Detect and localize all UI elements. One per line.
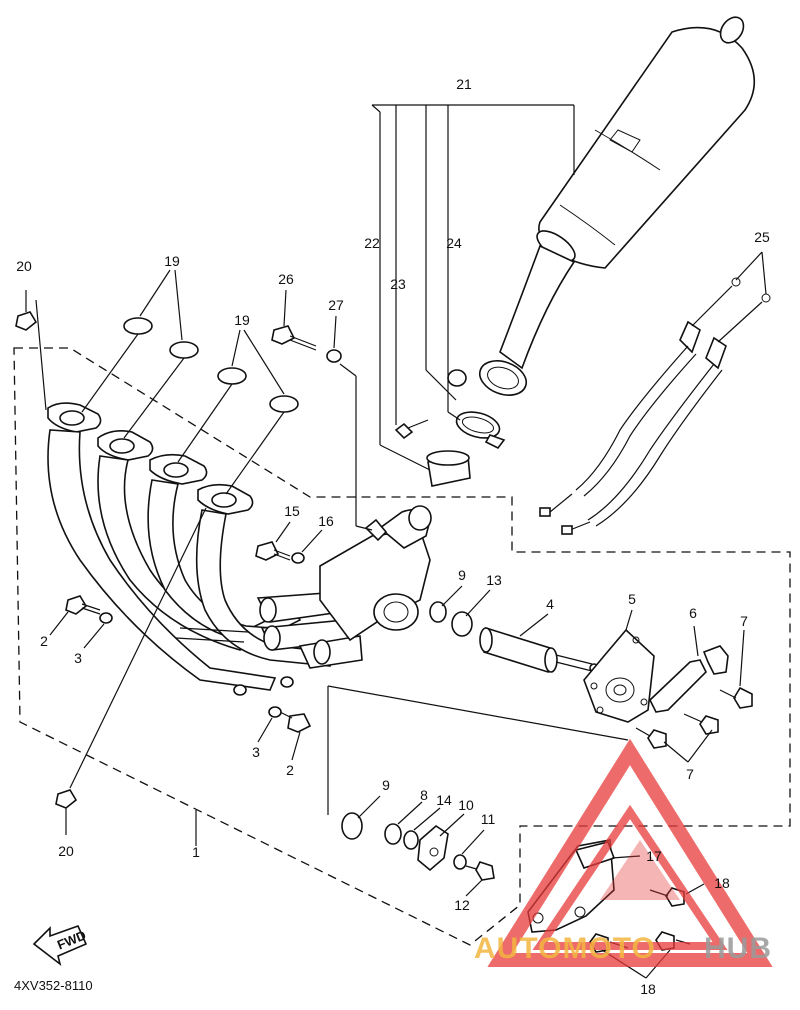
callout-9-upper: 9 bbox=[458, 567, 466, 583]
callout-1: 1 bbox=[192, 844, 200, 860]
valve-shaft-4 bbox=[479, 613, 599, 674]
callout-14: 14 bbox=[436, 792, 452, 808]
exhaust-gasket-2 bbox=[169, 341, 199, 359]
watermark-logo bbox=[487, 738, 773, 967]
callout-10: 10 bbox=[458, 797, 474, 813]
callout-12: 12 bbox=[454, 897, 470, 913]
exhaust-pipes bbox=[47, 402, 432, 696]
callout-bracket-21 bbox=[371, 104, 575, 471]
callout-26: 26 bbox=[278, 271, 294, 287]
bolt-20-upper bbox=[15, 290, 47, 411]
callout-25: 25 bbox=[754, 229, 770, 245]
callout-15: 15 bbox=[284, 503, 300, 519]
callout-11: 11 bbox=[481, 811, 496, 827]
callout-2-left: 2 bbox=[40, 633, 48, 649]
callout-9-lower: 9 bbox=[382, 777, 390, 793]
bolt-7-mid bbox=[683, 713, 719, 735]
callout-7-right: 7 bbox=[740, 613, 748, 629]
bolt-7-right bbox=[719, 629, 753, 709]
muffler bbox=[478, 16, 756, 396]
bolt-26 bbox=[271, 289, 317, 351]
lever-10 bbox=[417, 813, 465, 872]
bushing-9-lower bbox=[341, 812, 363, 840]
assembly-boundary-dashed bbox=[13, 347, 791, 946]
callout-16: 16 bbox=[318, 513, 334, 529]
bolt-7-low bbox=[635, 727, 667, 749]
fwd-arrow-icon: FWD bbox=[32, 924, 88, 967]
bolt-2-left bbox=[49, 595, 101, 636]
washer-16 bbox=[291, 552, 305, 564]
callout-2-right: 2 bbox=[286, 762, 294, 778]
diagram-code: 4XV352-8110 bbox=[14, 978, 93, 993]
bolt-20-lower bbox=[55, 507, 207, 835]
callout-20-upper: 20 bbox=[16, 258, 32, 274]
callout-13: 13 bbox=[486, 572, 502, 588]
callout-6: 6 bbox=[689, 605, 697, 621]
clamp-bolt bbox=[394, 419, 429, 440]
callout-18-lower: 18 bbox=[640, 981, 656, 997]
callout-18-upper: 18 bbox=[714, 875, 730, 891]
washer-8 bbox=[384, 823, 402, 845]
exhaust-gasket-4 bbox=[269, 395, 299, 413]
bracket-6 bbox=[649, 625, 729, 713]
muffler-gasket bbox=[426, 450, 471, 487]
bushing-13 bbox=[451, 611, 473, 637]
callout-19-right: 19 bbox=[234, 312, 250, 328]
washer-27 bbox=[326, 349, 342, 363]
callout-4: 4 bbox=[546, 596, 554, 612]
watermark-brand-b: HUB bbox=[704, 932, 772, 965]
washer-11 bbox=[453, 854, 467, 870]
washer-3-left bbox=[99, 612, 113, 624]
watermark-brand-a: AUTOMOTO bbox=[474, 932, 656, 965]
exhaust-gasket-1 bbox=[123, 317, 153, 335]
clamp-nut bbox=[447, 369, 467, 387]
callout-lines-19 bbox=[81, 269, 285, 495]
callout-17: 17 bbox=[646, 848, 662, 864]
pulley-5 bbox=[583, 609, 655, 723]
callout-20-lower: 20 bbox=[58, 843, 74, 859]
muffler-clamp bbox=[455, 411, 506, 450]
exup-cables bbox=[539, 251, 771, 535]
callout-27: 27 bbox=[328, 297, 344, 313]
washer-3-right bbox=[268, 706, 282, 718]
callout-5: 5 bbox=[628, 591, 636, 607]
bushing-9-upper bbox=[429, 601, 447, 623]
callout-3-right: 3 bbox=[252, 744, 260, 760]
callout-24: 24 bbox=[446, 235, 462, 251]
callout-23: 23 bbox=[390, 276, 406, 292]
exhaust-gasket-3 bbox=[217, 367, 247, 385]
subassembly-bracket-lower bbox=[327, 685, 629, 815]
callout-7-low: 7 bbox=[686, 766, 694, 782]
oring-14 bbox=[403, 830, 419, 850]
callout-21: 21 bbox=[456, 76, 472, 92]
callout-22: 22 bbox=[364, 235, 380, 251]
callout-8: 8 bbox=[420, 787, 428, 803]
bolt-12 bbox=[465, 861, 495, 897]
bolt-15 bbox=[255, 521, 291, 561]
callout-19-left: 19 bbox=[164, 253, 180, 269]
callout-3-left: 3 bbox=[74, 650, 82, 666]
bolt-2-right bbox=[279, 711, 312, 761]
